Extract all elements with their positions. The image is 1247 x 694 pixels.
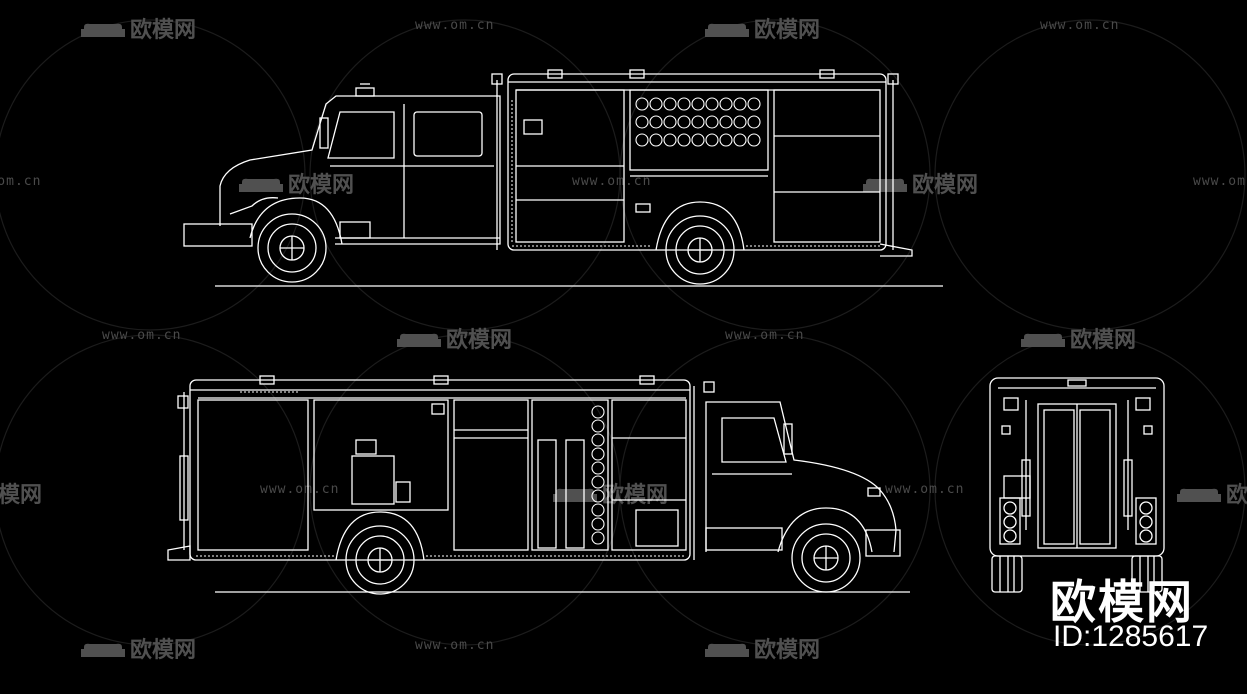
- valve-fitting: [649, 115, 663, 129]
- watermark-logo: 欧模网: [0, 483, 43, 508]
- sofa-icon: [397, 333, 441, 347]
- valve-fitting: [591, 475, 605, 489]
- sofa-icon: [81, 23, 125, 37]
- valve-fitting: [691, 133, 705, 147]
- valve-fitting: [635, 97, 649, 111]
- valve-fitting: [719, 115, 733, 129]
- sofa-icon: [705, 23, 749, 37]
- watermark-logo: 欧模网: [1020, 322, 1136, 354]
- sofa-icon: [81, 643, 125, 657]
- sofa-icon: [863, 178, 907, 192]
- watermark-logo: 欧模网: [552, 477, 668, 509]
- watermark-url: www.om.cn: [725, 328, 805, 343]
- valve-fitting: [747, 133, 761, 147]
- watermark-url: www.om.cn: [1040, 18, 1120, 33]
- watermark-url: www.om.cn: [0, 174, 42, 189]
- valve-fitting: [591, 489, 605, 503]
- watermark-logo: 欧模网: [1176, 477, 1247, 509]
- valve-fitting: [747, 115, 761, 129]
- valve-fitting: [649, 133, 663, 147]
- valve-fitting: [635, 133, 649, 147]
- valve-fitting: [591, 531, 605, 545]
- valve-fitting: [691, 97, 705, 111]
- sofa-icon: [553, 488, 597, 502]
- watermark-url: www.om.cn: [1193, 174, 1247, 189]
- sofa-icon: [239, 178, 283, 192]
- model-id-label: ID:1285617: [1053, 620, 1209, 653]
- watermark-logo: 欧模网: [862, 167, 978, 199]
- watermark-url: www.om.cn: [572, 174, 652, 189]
- valve-fitting: [591, 503, 605, 517]
- valve-fitting: [591, 517, 605, 531]
- watermark-url: www.om.cn: [415, 638, 495, 653]
- watermark-logo: 欧模网: [238, 167, 354, 199]
- sofa-icon: [705, 643, 749, 657]
- valve-fitting: [733, 97, 747, 111]
- watermark-url: www.om.cn: [260, 482, 340, 497]
- valve-fitting: [591, 447, 605, 461]
- sofa-icon: [1177, 488, 1221, 502]
- valve-fitting: [591, 419, 605, 433]
- valve-fitting: [677, 115, 691, 129]
- valve-fitting: [677, 133, 691, 147]
- valve-fitting: [719, 133, 733, 147]
- watermark-logo: 欧模网: [396, 322, 512, 354]
- valve-fitting: [591, 405, 605, 419]
- watermark-logo: 欧模网: [80, 632, 196, 664]
- valve-fitting: [663, 133, 677, 147]
- valve-fitting: [719, 97, 733, 111]
- valve-fitting: [747, 97, 761, 111]
- valve-fitting: [705, 115, 719, 129]
- watermark-url: www.om.cn: [885, 482, 965, 497]
- valve-fitting: [733, 115, 747, 129]
- valve-fitting: [591, 433, 605, 447]
- valve-fitting: [663, 115, 677, 129]
- valve-fitting: [705, 97, 719, 111]
- sofa-icon: [1021, 333, 1065, 347]
- valve-fitting: [649, 97, 663, 111]
- watermark-logo: 欧模网: [80, 12, 196, 44]
- valve-fitting: [591, 461, 605, 475]
- valve-fitting: [691, 115, 705, 129]
- watermark-logo: 欧模网: [704, 632, 820, 664]
- valve-fitting: [677, 97, 691, 111]
- valve-fitting: [733, 133, 747, 147]
- watermark-logo: 欧模网: [704, 12, 820, 44]
- valve-fitting: [635, 115, 649, 129]
- brand-name: 欧模网: [1050, 575, 1194, 629]
- valve-fitting: [663, 97, 677, 111]
- valve-fitting: [705, 133, 719, 147]
- watermark-url: www.om.cn: [415, 18, 495, 33]
- watermark-url: www.om.cn: [102, 328, 182, 343]
